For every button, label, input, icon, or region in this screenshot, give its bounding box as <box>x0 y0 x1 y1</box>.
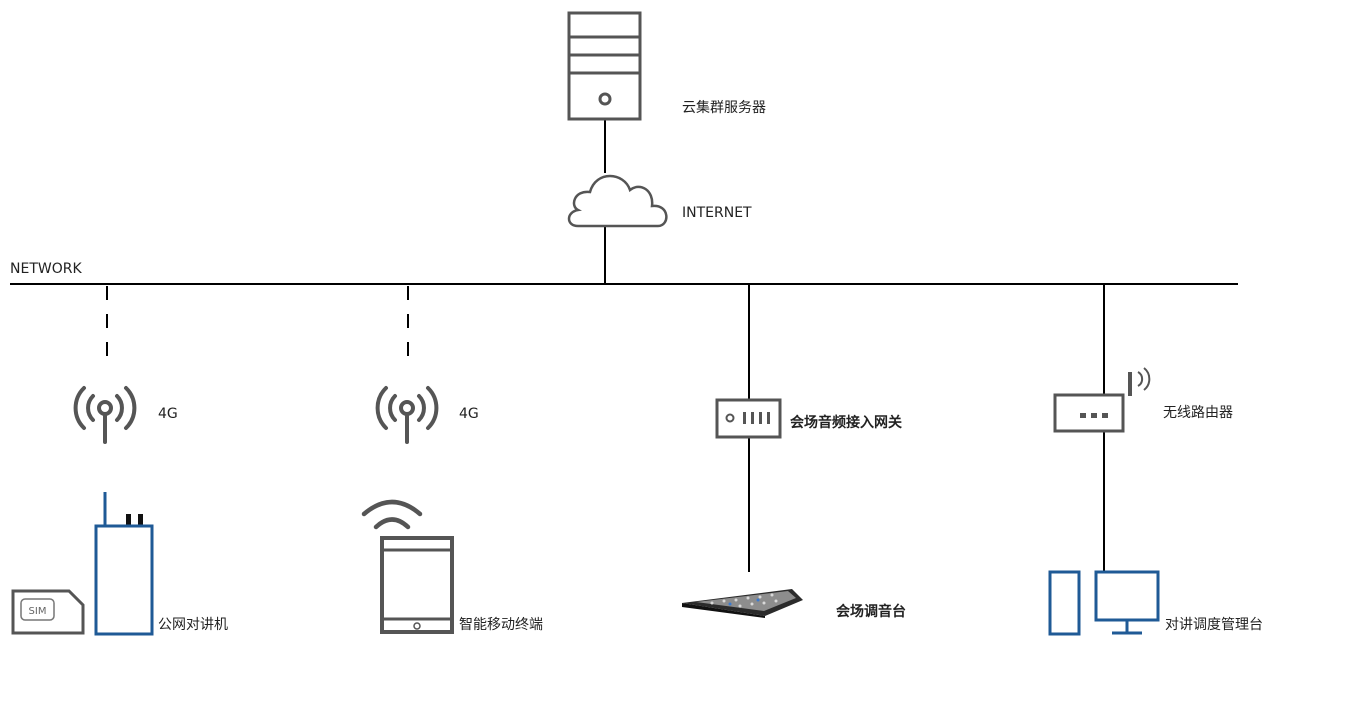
network-label: NETWORK <box>10 261 82 277</box>
server-label: 云集群服务器 <box>682 99 766 116</box>
server-icon <box>567 11 642 121</box>
dispatch-console-label: 对讲调度管理台 <box>1165 617 1263 633</box>
signal-tower-icon-left <box>73 386 137 444</box>
mobile-terminal-label: 智能移动终端 <box>459 617 543 633</box>
mixer-console-icon <box>682 589 803 618</box>
connections <box>10 120 1238 572</box>
walkie-talkie-label: 公网对讲机 <box>158 617 228 633</box>
tablet-icon <box>380 536 454 634</box>
router-label: 无线路由器 <box>1163 405 1233 421</box>
internet-label: INTERNET <box>682 205 752 221</box>
cloud-icon <box>567 174 668 228</box>
wifi-icon <box>361 499 423 530</box>
signal-tower-icon-middle <box>375 386 439 444</box>
signal-label-left: 4G <box>158 406 178 422</box>
sim-card-label: SIM <box>29 606 47 617</box>
dispatch-console-icon <box>1048 570 1160 636</box>
mixer-label: 会场调音台 <box>836 603 906 620</box>
signal-label-middle: 4G <box>459 406 479 422</box>
walkie-talkie-icon <box>94 492 154 636</box>
gateway-label: 会场音频接入网关 <box>790 414 902 431</box>
audio-gateway-icon <box>715 398 782 439</box>
sim-card-icon: SIM <box>11 589 85 635</box>
wireless-router-icon <box>1053 367 1151 433</box>
